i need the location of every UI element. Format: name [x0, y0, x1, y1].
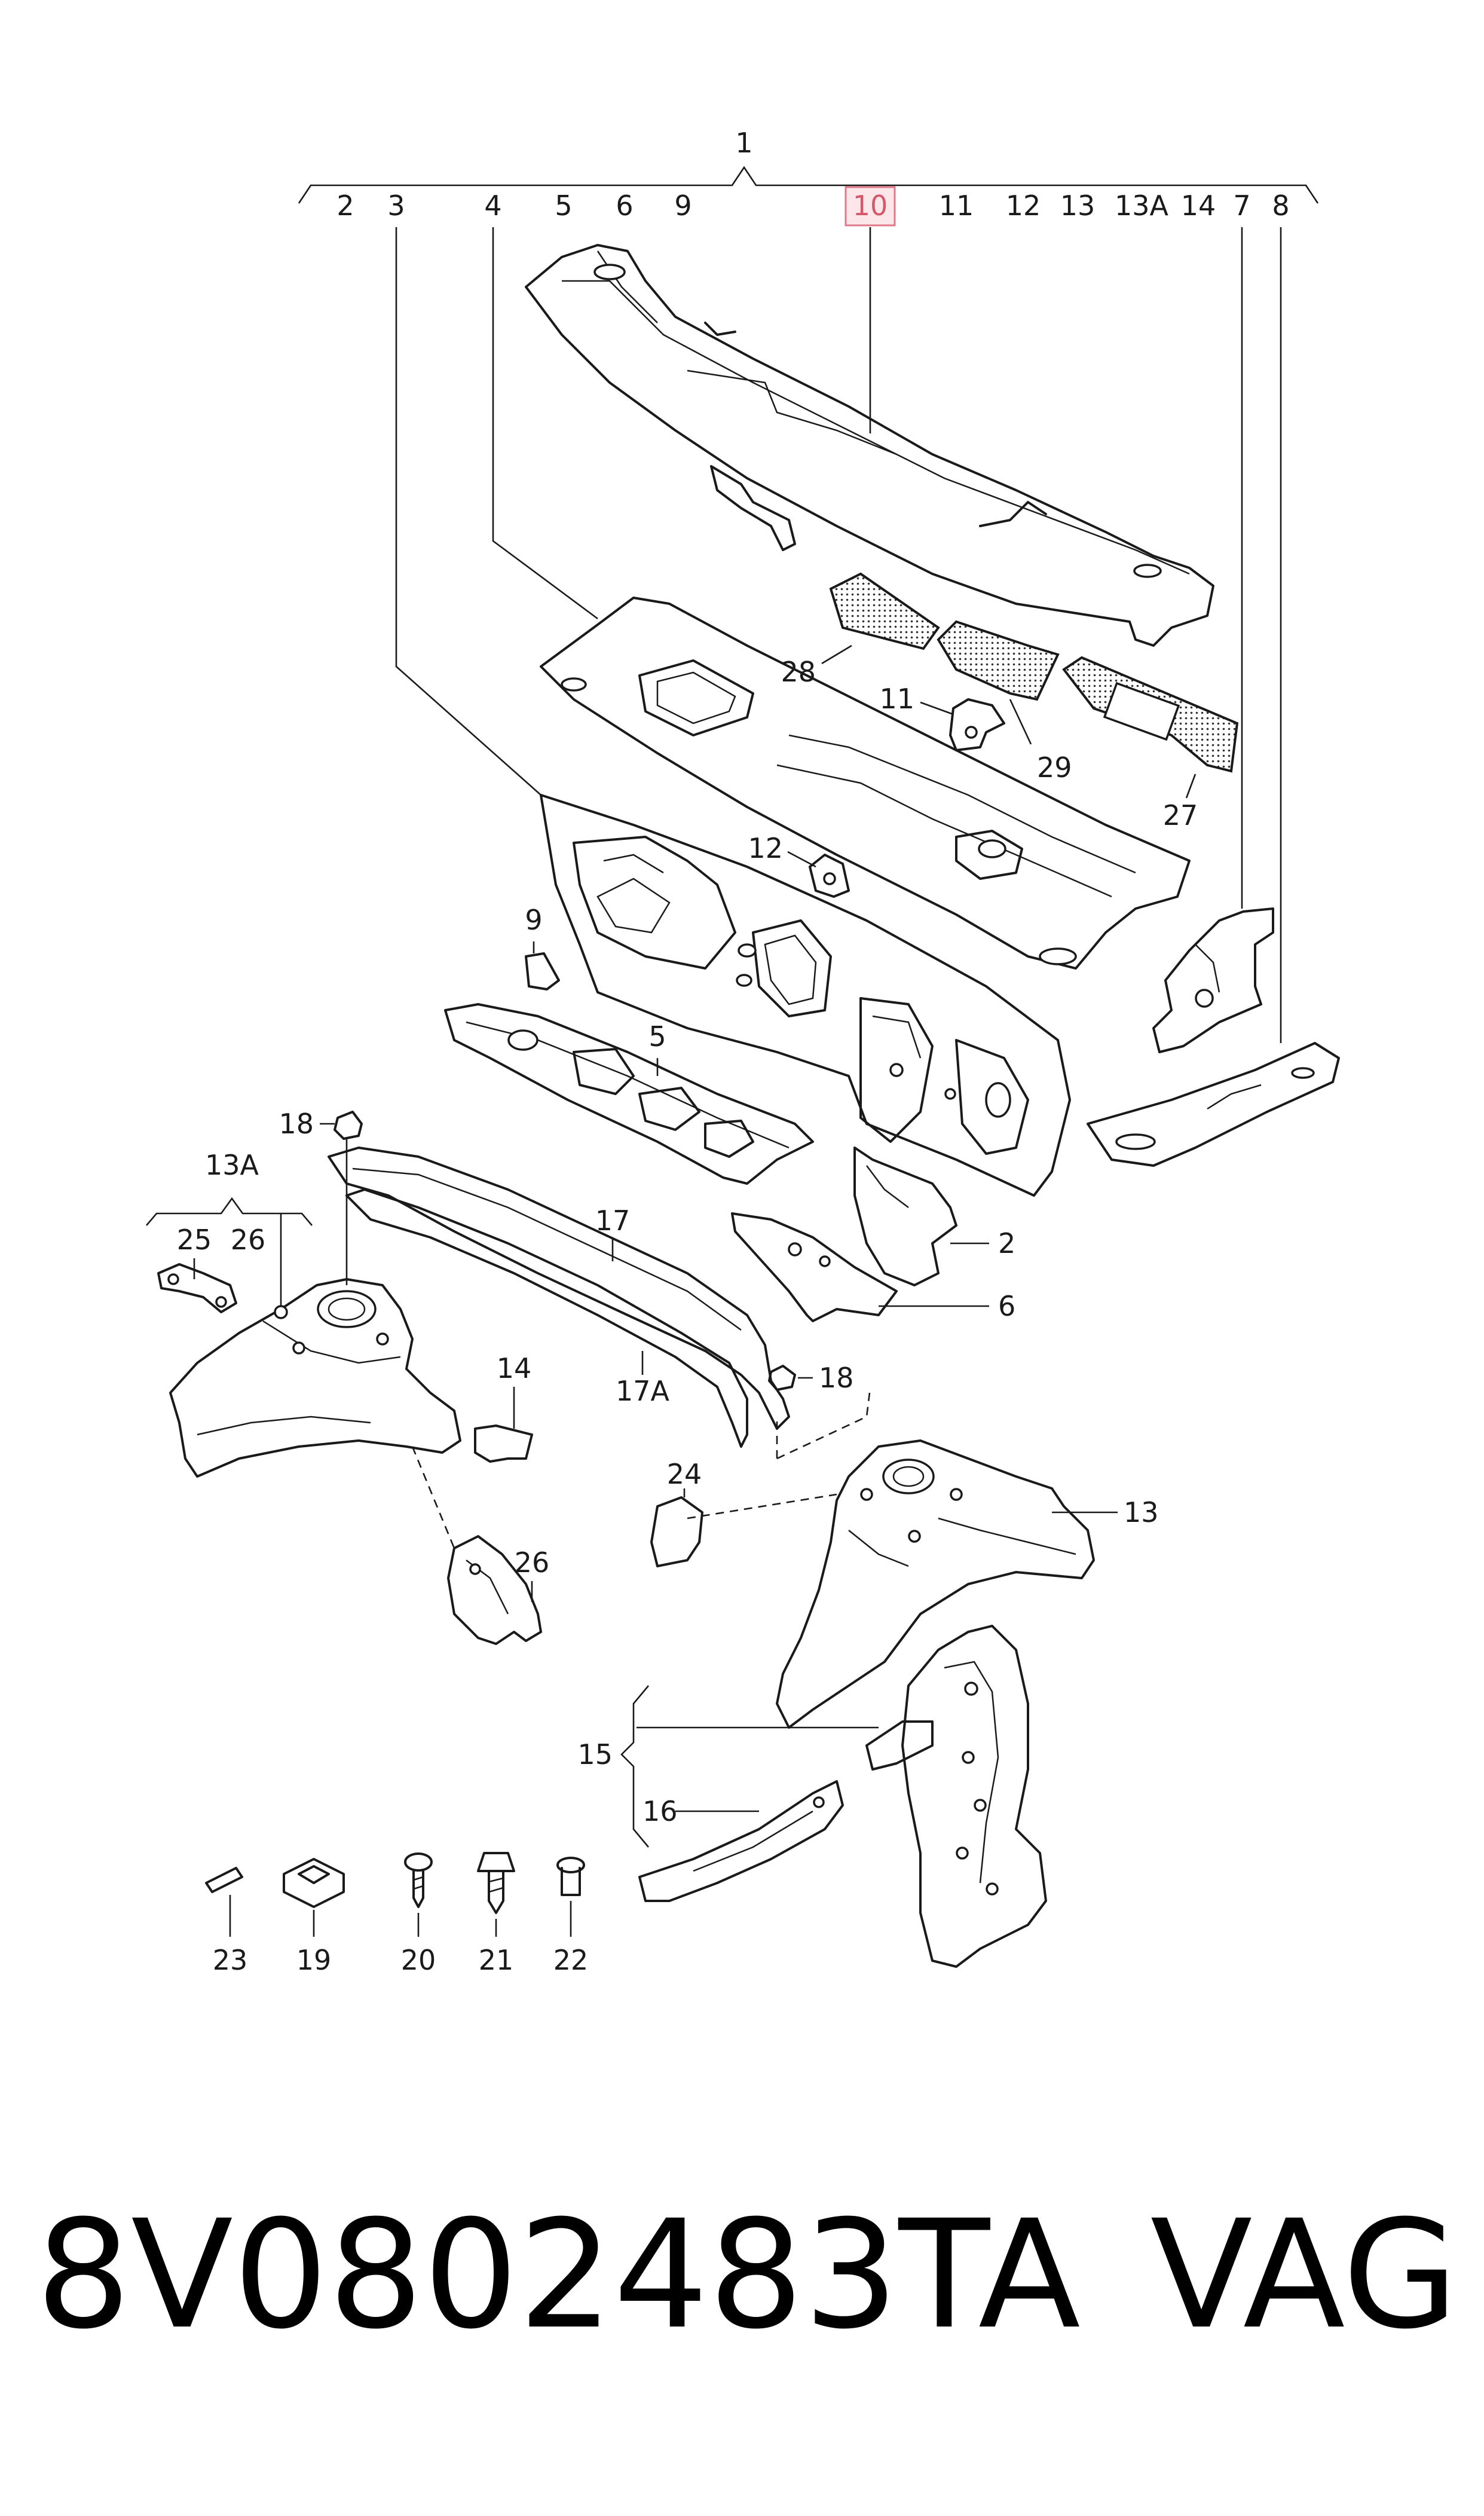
callout-17[interactable]: 17: [595, 1204, 631, 1237]
callout-7-top[interactable]: 7: [1233, 189, 1250, 222]
callout-25[interactable]: 25: [177, 1224, 212, 1256]
dashed-connector: [776, 1392, 871, 1460]
part-18-nut-right[interactable]: 18: [768, 1362, 854, 1394]
part-26-bracket[interactable]: 26: [411, 1446, 550, 1645]
callout-18-left[interactable]: 18: [279, 1108, 314, 1140]
callout-9[interactable]: 9: [525, 904, 542, 936]
callout-26[interactable]: 26: [515, 1546, 550, 1579]
callout-15[interactable]: 15: [577, 1738, 613, 1771]
part-7-bracket[interactable]: [1152, 907, 1274, 1053]
callout-17a[interactable]: 17A: [616, 1375, 670, 1407]
callout-23[interactable]: 23: [213, 1944, 248, 1976]
part-10-plenum-panel[interactable]: [525, 244, 1214, 647]
callout-20[interactable]: 20: [401, 1944, 436, 1976]
part-17-rail[interactable]: 17 17A: [328, 1147, 790, 1448]
part-22-rivet[interactable]: 22: [553, 1857, 589, 1976]
group-bracket-13a: 13A 25 26: [146, 1149, 313, 1309]
group-bracket-1: 1: [298, 127, 1319, 204]
callout-2[interactable]: 2: [998, 1227, 1015, 1259]
callout-2-top[interactable]: 2: [336, 189, 354, 222]
callout-4-top[interactable]: 4: [484, 189, 501, 222]
part-14-bracket[interactable]: 14: [474, 1352, 533, 1463]
part-number: 8V0802483TA: [36, 2188, 1081, 2362]
callout-5-top[interactable]: 5: [555, 189, 572, 222]
callout-8-top[interactable]: 8: [1272, 189, 1289, 222]
callout-6[interactable]: 6: [998, 1290, 1015, 1322]
callout-14-top[interactable]: 14: [1181, 189, 1216, 222]
part-20-screw[interactable]: 20: [401, 1852, 436, 1976]
part-9-clip[interactable]: 9: [525, 904, 560, 990]
part-13-strut-tower[interactable]: 13: [776, 1439, 1159, 1729]
part-3-bulkhead[interactable]: [540, 794, 1071, 1197]
brand-label: VAG: [1150, 2188, 1458, 2362]
part-12-bracket[interactable]: 12: [748, 832, 850, 898]
footer: 8V0802483TA VAG: [36, 2188, 1458, 2362]
callout-26-top[interactable]: 26: [231, 1224, 266, 1256]
callout-11[interactable]: 11: [879, 683, 914, 715]
part-29-pad[interactable]: 29: [937, 620, 1072, 784]
part-19-clip-nut[interactable]: 19: [283, 1858, 345, 1976]
callout-14[interactable]: 14: [497, 1352, 532, 1384]
part-5-crossbar[interactable]: 5: [444, 1003, 814, 1185]
callout-12-top[interactable]: 12: [1006, 189, 1041, 222]
top-leader-lines: [395, 227, 1282, 1043]
highlight-box-10: [844, 186, 896, 227]
top-callout-row: 2 3 4 5 6 9 10 11 12 13 13A 14 7 8: [336, 186, 1290, 227]
callout-13-top[interactable]: 13: [1060, 189, 1096, 222]
callout-13a[interactable]: 13A: [205, 1149, 259, 1181]
callout-19[interactable]: 19: [296, 1944, 332, 1976]
callout-9-top[interactable]: 9: [674, 189, 691, 222]
callout-29[interactable]: 29: [1037, 751, 1072, 784]
callout-21[interactable]: 21: [479, 1944, 514, 1976]
part-13a-strut-tower[interactable]: [169, 1278, 461, 1478]
part-21-bolt[interactable]: 21: [477, 1852, 515, 1976]
callout-1[interactable]: 1: [735, 127, 752, 159]
part-4-plenum-tray[interactable]: [540, 597, 1191, 970]
callout-16[interactable]: 16: [642, 1795, 678, 1827]
part-28-pad[interactable]: 28: [781, 572, 940, 688]
callout-13[interactable]: 13: [1124, 1496, 1159, 1528]
callout-27[interactable]: 27: [1163, 799, 1198, 831]
callout-11-top[interactable]: 11: [939, 189, 974, 222]
callout-22[interactable]: 22: [553, 1944, 589, 1976]
callout-3-top[interactable]: 3: [387, 189, 405, 222]
group-bracket-15-16: 15 16: [577, 1685, 879, 1848]
part-8-panel[interactable]: [1087, 1042, 1340, 1167]
part-24-filler[interactable]: 24: [650, 1458, 837, 1567]
part-6-lower-bracket[interactable]: 6: [731, 1212, 1015, 1322]
callout-24[interactable]: 24: [667, 1458, 702, 1490]
callout-6-top[interactable]: 6: [616, 189, 633, 222]
callout-5[interactable]: 5: [648, 1020, 666, 1053]
part-18-nut-left[interactable]: 18: [279, 1108, 363, 1285]
part-25-bracket[interactable]: [157, 1263, 237, 1313]
part-27-pad[interactable]: 27: [1062, 656, 1239, 831]
callout-10-top[interactable]: 10: [853, 189, 888, 222]
callout-18-right[interactable]: 18: [819, 1362, 854, 1394]
callout-12[interactable]: 12: [748, 832, 783, 864]
part-15-pillar[interactable]: [865, 1625, 1047, 1968]
callout-13a-top[interactable]: 13A: [1115, 189, 1169, 222]
part-11-bracket[interactable]: 11: [879, 683, 1005, 751]
part-23-strip[interactable]: 23: [205, 1867, 248, 1976]
part-16-inner-panel[interactable]: [638, 1780, 844, 1902]
part-2-lower-panel[interactable]: 2: [853, 1147, 1015, 1286]
